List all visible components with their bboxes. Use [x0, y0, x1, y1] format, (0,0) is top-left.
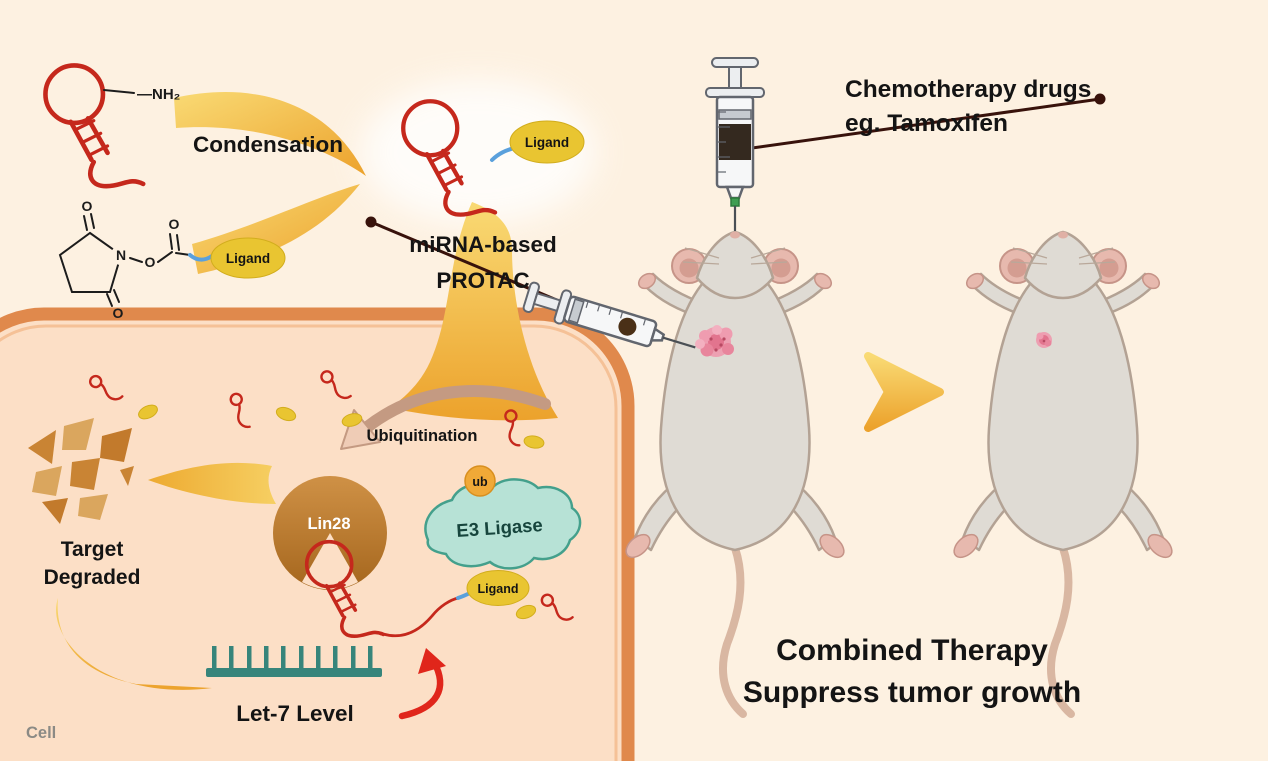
outcome-line2: Suppress tumor growth — [743, 676, 1081, 709]
amine-label: —NH₂ — [137, 86, 180, 103]
protac-syringe — [522, 281, 696, 349]
tumor-large — [695, 325, 734, 357]
let7-level-label: Let-7 Level — [236, 701, 354, 726]
target-degraded-line2: Degraded — [44, 566, 141, 589]
cell-label: Cell — [26, 724, 56, 742]
ligand-label: Ligand — [478, 582, 519, 596]
chemo-label-line1: Chemotherapy drugs — [845, 76, 1091, 103]
nhs-ester-structure — [58, 213, 191, 307]
ligand-label: Ligand — [226, 251, 270, 266]
fragment-shard — [70, 458, 100, 490]
protac-label-line2: PROTAC — [436, 268, 529, 293]
condensation-label: Condensation — [193, 132, 343, 157]
fragment-shard — [78, 494, 108, 520]
chemo-syringe — [705, 57, 765, 231]
fragment-shard — [62, 418, 94, 450]
chemo-label-line2: eg. Tamoxifen — [845, 110, 1008, 137]
protac-label-line1: miRNA-based — [409, 232, 557, 257]
let7-upregulation-arrow — [398, 648, 446, 720]
let7-comb — [206, 646, 382, 677]
fragment-shard — [32, 466, 62, 496]
target-degraded-line1: Target — [61, 538, 124, 561]
tumor-small — [1036, 332, 1052, 348]
lin28-label: Lin28 — [307, 515, 350, 533]
degradation-arrow — [148, 462, 276, 504]
chemo-connector-line — [744, 93, 1106, 151]
lin28-protein — [273, 476, 387, 590]
ub-label: ub — [472, 475, 488, 489]
fragment-shard — [100, 428, 132, 462]
atom-o-label: O — [113, 305, 124, 321]
condensation-arrow-upper — [174, 92, 366, 176]
outcome-line1: Combined Therapy — [776, 634, 1048, 667]
fragment-shard — [28, 430, 56, 464]
atom-o-label: O — [82, 198, 93, 214]
ligand-oval-complex — [466, 570, 530, 606]
product-glow — [360, 80, 596, 224]
fragment-shard — [42, 498, 68, 524]
ub-badge — [464, 465, 496, 497]
amine-bond — [103, 89, 135, 94]
ubiquitination-label: Ubiquitination — [367, 427, 478, 445]
atom-o-label: O — [145, 254, 156, 270]
ligand-oval-conjugate — [509, 120, 585, 164]
fragment-shard — [120, 466, 134, 486]
atom-n-label: N — [116, 247, 126, 263]
ligand-oval-nhs — [210, 237, 286, 279]
progress-chevron-icon — [864, 352, 944, 432]
target-fragments — [28, 418, 134, 524]
mirna-tail — [381, 596, 460, 638]
delivery-arrow — [390, 202, 558, 421]
ligand-label: Ligand — [525, 135, 569, 150]
atom-o-label: O — [169, 216, 180, 232]
